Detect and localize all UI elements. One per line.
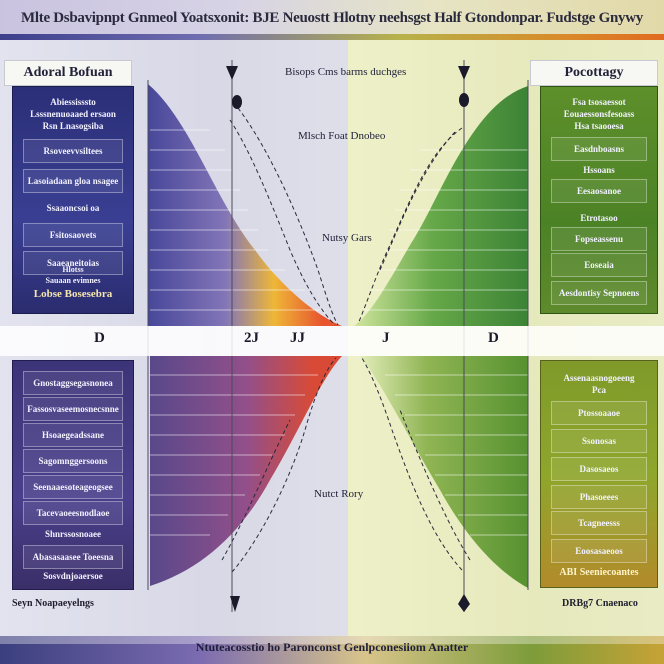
left-row-3[interactable]: Fsitosaovets — [23, 223, 123, 247]
center-label-top: Bisops Cms barms duchges — [285, 66, 407, 78]
title-bar — [0, 0, 664, 34]
footer-bar — [0, 636, 664, 664]
page-title: Mlte Dsbavipnpt Gnmeol Yoatsxonit: BJE N… — [21, 10, 643, 26]
left-panel-bottom: Gnostaggsegasnonea Fassosvaseemosnecsnne… — [12, 360, 134, 590]
left-panel-footer-label: Lobse Bosesebra — [33, 288, 113, 300]
left-row-4[interactable]: Saaeaneitoias — [23, 251, 123, 275]
footer-bar-highlight — [0, 636, 664, 644]
title-bar-accent — [0, 34, 664, 40]
right-bottom-row-0[interactable]: Ptossoaaoe — [551, 401, 647, 425]
right-bottom-row-3[interactable]: Phasoeees — [551, 485, 647, 509]
right-panel-bottom: Assenaasnogoeeng Pca Ptossoaaoe Ssonosas… — [540, 360, 658, 588]
right-bottom-plain-1: Pca — [592, 385, 606, 395]
right-row-5[interactable]: Aesdontisy Sepnoens — [551, 281, 647, 305]
center-label-3: Nutct Rory — [314, 488, 364, 500]
right-row-1[interactable]: Eesaosanoe — [551, 179, 647, 203]
right-plain-2: Hsa tsaooesa — [574, 121, 624, 131]
left-row-1[interactable]: Lasoiadaan gloa nsagee — [23, 169, 123, 193]
right-bottom-row-5[interactable]: Eoosasaeoos — [551, 539, 647, 563]
left-plain-0: Abiessisssto — [50, 97, 96, 107]
left-bottom-row-3[interactable]: Sagomnggersoons — [23, 449, 123, 473]
left-row-2: Ssaaoncsoi oa — [46, 203, 100, 213]
left-bottom-row-7[interactable]: Abasasaasee Toeesna — [23, 545, 123, 569]
left-bottom-row-4[interactable]: Seenaaesoteageogsee — [23, 475, 123, 499]
left-plain-2: Rsn Lnasogsiba — [42, 121, 104, 131]
middle-band — [0, 326, 664, 356]
right-panel-top: Fsa tsosaessot Eouaessonsfesoass Hsa tsa… — [540, 86, 658, 314]
center-number-1: D — [94, 330, 105, 346]
right-bottom-plain-0: Assenaasnogoeeng — [563, 373, 635, 383]
left-row-0[interactable]: Rsoveevvsiltees — [23, 139, 123, 163]
left-panel-header: Adoral Bofuan — [4, 60, 132, 86]
right-row-3[interactable]: Fopseassenu — [551, 227, 647, 251]
left-bottom-row-0[interactable]: Gnostaggsegasnonea — [23, 371, 123, 395]
center-number-5: D — [488, 330, 499, 346]
footer-title: Ntuteacosstio ho Paronconst Genlpconesii… — [195, 640, 469, 654]
left-bottom-row-1[interactable]: Fassosvaseemosnecsnne — [23, 397, 123, 421]
center-number-3: JJ — [290, 330, 305, 346]
right-panel-footer-label: ABI Seeniecoantes — [559, 567, 639, 578]
center-label-1: Mlsch Foat Dnobeo — [298, 130, 386, 142]
right-bottom-label: DRBg7 Cnaenaco — [562, 598, 638, 609]
right-bottom-row-4[interactable]: Tcagneesss — [551, 511, 647, 535]
left-bottom-row-2[interactable]: Hsoaegeadssane — [23, 423, 123, 447]
center-number-2: 2J — [244, 330, 259, 346]
left-bottom-row-6: Shnrssosnoaee — [44, 529, 101, 539]
left-panel-top: Abiessisssto Lsssnenuoaaed ersaon Rsn Ln… — [12, 86, 134, 314]
right-plain-3: Hssoans — [583, 165, 615, 175]
left-bottom-label: Seyn Noapaeyelngs — [12, 598, 94, 609]
center-label-2: Nutsy Gars — [322, 232, 372, 244]
right-plain-0: Fsa tsosaessot — [572, 97, 626, 107]
center-number-4: J — [382, 330, 390, 346]
right-plain-1: Eouaessonsfesoass — [563, 109, 635, 119]
central-curve-graphic — [147, 60, 529, 612]
right-panel-header: Pocottagy — [530, 60, 658, 86]
right-row-0[interactable]: Easdnboasns — [551, 137, 647, 161]
left-bottom-row-8: Sosvdnjoaersoe — [43, 571, 103, 581]
right-bottom-row-2[interactable]: Dasosaeos — [551, 457, 647, 481]
right-row-2: Etrotasoo — [580, 213, 618, 223]
left-row-5: Hlotss — [62, 265, 84, 274]
left-row-6: Sauaan evimnes — [45, 276, 101, 285]
right-row-4[interactable]: Eoseaia — [551, 253, 647, 277]
right-bottom-row-1[interactable]: Ssonosas — [551, 429, 647, 453]
left-bottom-row-5[interactable]: Tacevaoeesnodlaoe — [23, 501, 123, 525]
left-plain-1: Lsssnenuoaaed ersaon — [30, 109, 116, 119]
